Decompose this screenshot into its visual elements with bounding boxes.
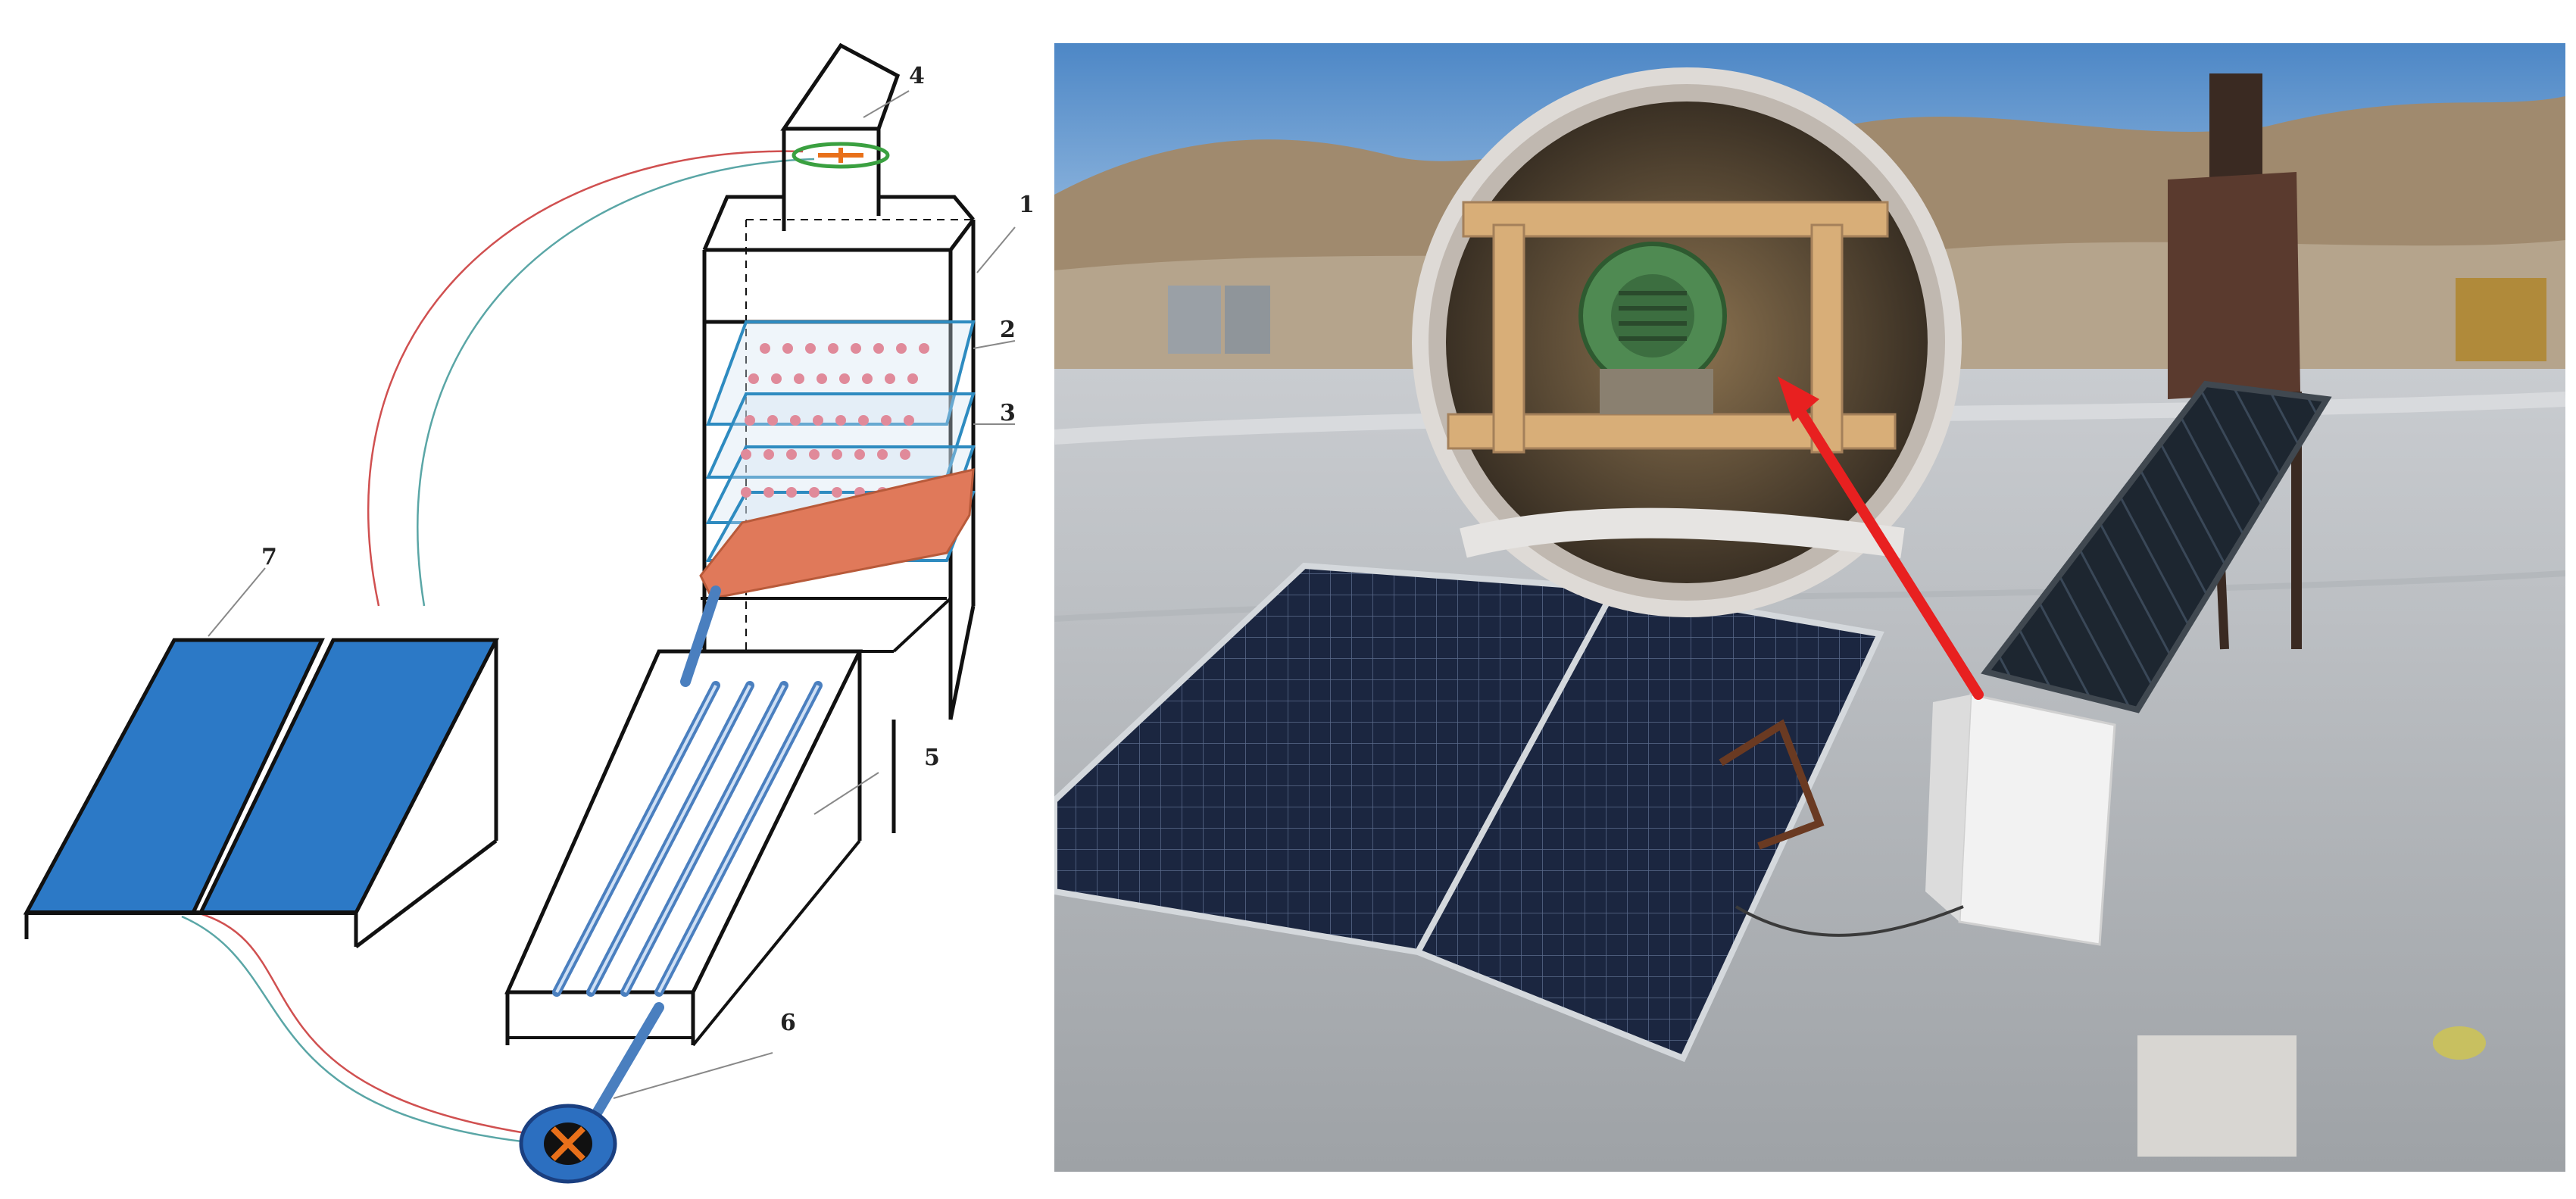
photo-solar-collector: [1981, 380, 2332, 713]
wire-teal-top: [417, 158, 815, 607]
label-5: 5: [924, 745, 940, 771]
dryer-schematic: 1 2 3 4 5 6 7: [23, 42, 1035, 1184]
pointer-arrow: [1778, 376, 1984, 700]
site-photo: [1054, 43, 2565, 1172]
blower-fan: [519, 1104, 617, 1184]
magnified-fan-inset: [1412, 67, 1962, 617]
label-7: 7: [261, 544, 277, 570]
roof-vents: [1168, 278, 2546, 361]
label-2: 2: [1000, 317, 1016, 343]
chimney-fan-ring: [792, 142, 890, 169]
label-1: 1: [1019, 192, 1035, 218]
label-3: 3: [1000, 400, 1016, 426]
chimney-roof: [780, 42, 901, 131]
label-4: 4: [909, 63, 925, 89]
wire-teal-bottom: [181, 915, 542, 1145]
wire-red-bottom: [196, 911, 546, 1138]
chimney-fan-blades: [818, 148, 863, 163]
solar-collector: [504, 585, 863, 1141]
tray-1: [706, 320, 976, 426]
photo-pv-panels: [1054, 562, 1884, 1063]
insulated-fan-box: [1925, 693, 2116, 946]
wire-red-top: [367, 150, 804, 607]
pv-panels: [23, 638, 500, 948]
tape-roll: [2433, 1026, 2486, 1060]
roof-tile: [2137, 1035, 2297, 1157]
label-6: 6: [780, 1010, 796, 1036]
hot-air-duct: [680, 585, 721, 687]
